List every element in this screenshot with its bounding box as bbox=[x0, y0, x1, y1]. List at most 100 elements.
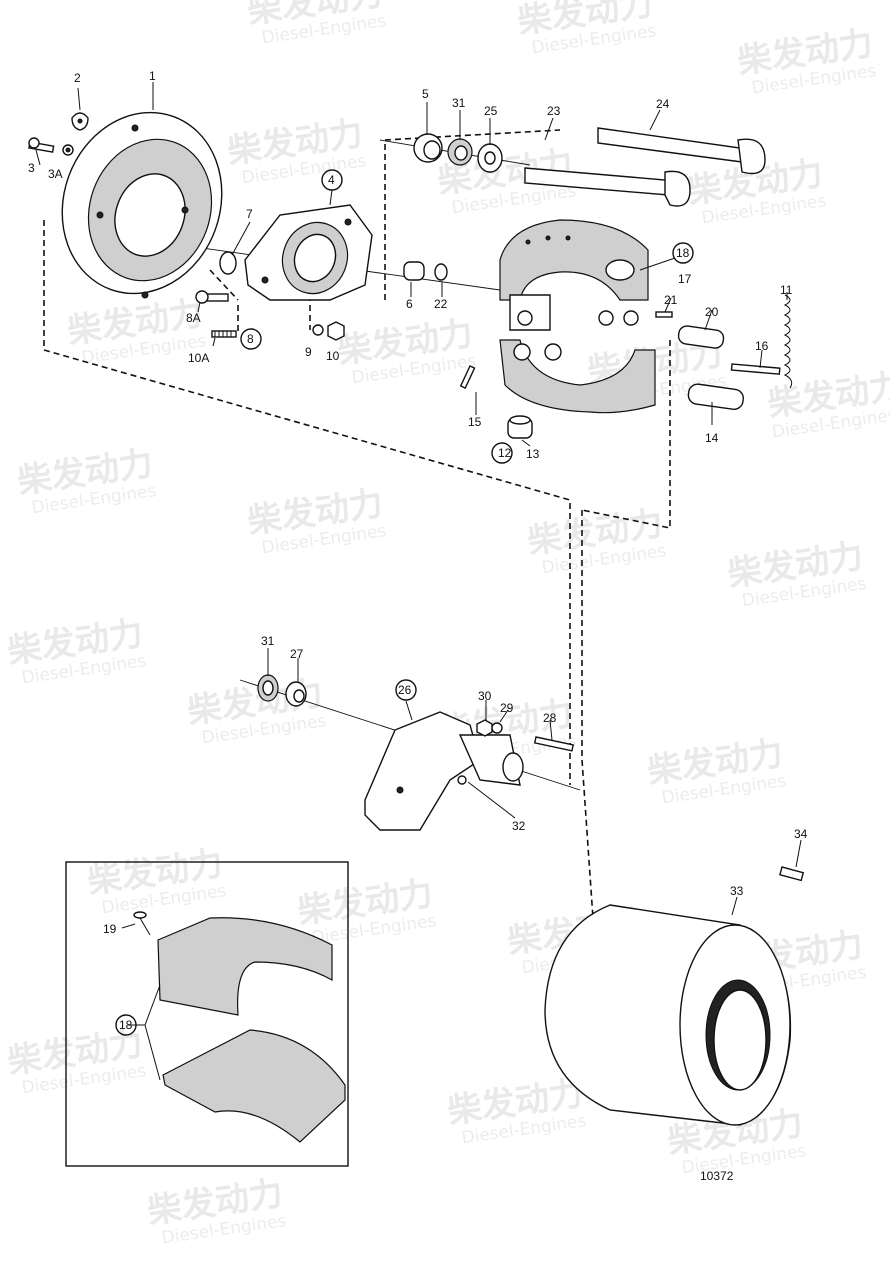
bolt-part-28 bbox=[533, 736, 574, 752]
label-34: 34 bbox=[794, 827, 808, 841]
label-2: 2 bbox=[74, 71, 81, 85]
dashed-line-shoe bbox=[581, 340, 671, 529]
label-28: 28 bbox=[543, 711, 557, 725]
washer-part-3a bbox=[62, 144, 74, 156]
pin-part-16 bbox=[730, 363, 781, 375]
clip-part-2 bbox=[71, 112, 89, 131]
rivet-19 bbox=[139, 917, 151, 936]
label-27: 27 bbox=[290, 647, 304, 661]
label-1: 1 bbox=[149, 69, 156, 83]
lining-lower bbox=[162, 1029, 346, 1143]
dashed-line-camshaft bbox=[384, 129, 561, 300]
brake-shoe-lower bbox=[499, 310, 656, 414]
lining-upper bbox=[157, 917, 333, 1016]
label-6: 6 bbox=[406, 297, 413, 311]
label-10: 10 bbox=[326, 349, 340, 363]
label-25: 25 bbox=[484, 104, 498, 118]
roller-part-17 bbox=[605, 259, 635, 281]
o-ring-part-7 bbox=[219, 251, 237, 275]
camshaft-part-24 bbox=[597, 127, 766, 175]
label-8: 8 bbox=[247, 332, 254, 346]
label-26: 26 bbox=[398, 683, 412, 697]
bushing-part-13 bbox=[507, 415, 533, 439]
label-24: 24 bbox=[656, 97, 670, 111]
pin-part-14 bbox=[687, 383, 744, 410]
camshaft-part-23 bbox=[524, 167, 691, 207]
inset-box bbox=[65, 861, 349, 1167]
label-7: 7 bbox=[246, 207, 253, 221]
label-23: 23 bbox=[547, 104, 561, 118]
part-labels: 1 2 3 3A 4 5 31 25 23 24 7 18 17 11 21 2… bbox=[28, 69, 808, 1183]
nut-part-10 bbox=[327, 321, 345, 341]
label-15: 15 bbox=[468, 415, 482, 429]
pin-part-15 bbox=[459, 365, 476, 389]
nut-part-30 bbox=[476, 719, 493, 737]
bolt-part-34 bbox=[779, 866, 805, 882]
bushing-part-27 bbox=[285, 681, 307, 707]
label-3a: 3A bbox=[48, 167, 63, 181]
dashed-line-spider bbox=[209, 269, 239, 301]
label-19: 19 bbox=[103, 922, 117, 936]
drawing-number: 10372 bbox=[700, 1169, 734, 1183]
dashed-line-bracket bbox=[237, 295, 311, 335]
bracket-part-26 bbox=[364, 711, 524, 831]
label-31: 31 bbox=[452, 96, 466, 110]
label-3: 3 bbox=[28, 161, 35, 175]
bushing-part-6 bbox=[403, 261, 425, 281]
pin-part-21 bbox=[655, 311, 673, 318]
label-16: 16 bbox=[755, 339, 769, 353]
label-20: 20 bbox=[705, 305, 719, 319]
leader-lines bbox=[35, 82, 802, 1081]
label-8a: 8A bbox=[186, 311, 201, 325]
washer-part-25 bbox=[477, 143, 503, 173]
label-18: 18 bbox=[676, 246, 690, 260]
screw-part-32 bbox=[457, 775, 467, 785]
circled-label-rings bbox=[115, 169, 694, 1036]
screw-part-3 bbox=[28, 137, 55, 153]
bolt-part-8a bbox=[195, 290, 229, 304]
label-30: 30 bbox=[478, 689, 492, 703]
label-22: 22 bbox=[434, 297, 448, 311]
backing-plate-part-1 bbox=[61, 111, 223, 299]
label-11: 11 bbox=[780, 283, 793, 297]
stud-part-10a bbox=[211, 330, 237, 338]
label-12: 12 bbox=[498, 446, 512, 460]
label-5: 5 bbox=[422, 87, 429, 101]
washer-part-9 bbox=[312, 324, 324, 336]
label-29: 29 bbox=[500, 701, 514, 715]
bushing-part-5 bbox=[413, 133, 443, 163]
label-13: 13 bbox=[526, 447, 540, 461]
label-4: 4 bbox=[328, 173, 335, 187]
seal-part-31-lower bbox=[257, 674, 279, 702]
label-9: 9 bbox=[305, 345, 312, 359]
spring-part-11 bbox=[783, 294, 793, 389]
ring-part-22 bbox=[434, 263, 448, 281]
seal-part-31 bbox=[447, 138, 473, 166]
label-14: 14 bbox=[705, 431, 719, 445]
label-33: 33 bbox=[730, 884, 744, 898]
spider-part-4 bbox=[244, 204, 373, 301]
dashed-line-left-loop bbox=[43, 220, 571, 785]
fitting-part-29 bbox=[491, 722, 503, 734]
label-21: 21 bbox=[664, 293, 678, 307]
label-31-lower: 31 bbox=[261, 634, 275, 648]
label-17: 17 bbox=[678, 272, 692, 286]
label-32: 32 bbox=[512, 819, 526, 833]
pin-part-20 bbox=[677, 325, 725, 349]
